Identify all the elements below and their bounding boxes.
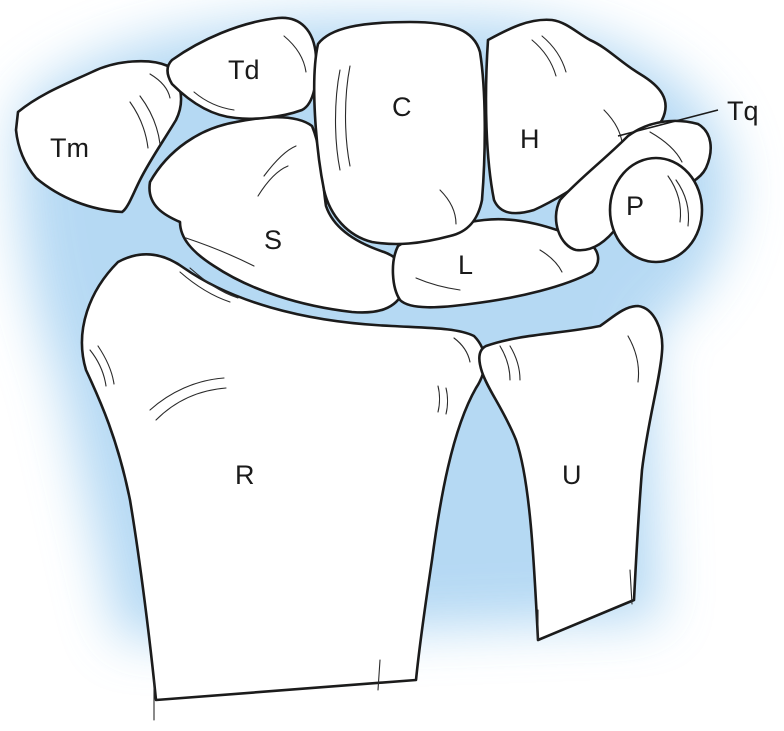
label-trapezium: Tm [50, 135, 89, 162]
label-trapezoid: Td [228, 57, 260, 84]
label-capitate: C [392, 94, 412, 121]
label-triquetrum: Tq [727, 98, 759, 125]
label-radius: R [235, 462, 255, 489]
capitate-bone [314, 22, 485, 244]
pisiform-bone [610, 158, 702, 262]
label-hamate: H [520, 126, 540, 153]
label-scaphoid: S [264, 227, 282, 254]
label-pisiform: P [626, 193, 644, 220]
label-lunate: L [458, 252, 473, 279]
label-ulna: U [562, 462, 582, 489]
